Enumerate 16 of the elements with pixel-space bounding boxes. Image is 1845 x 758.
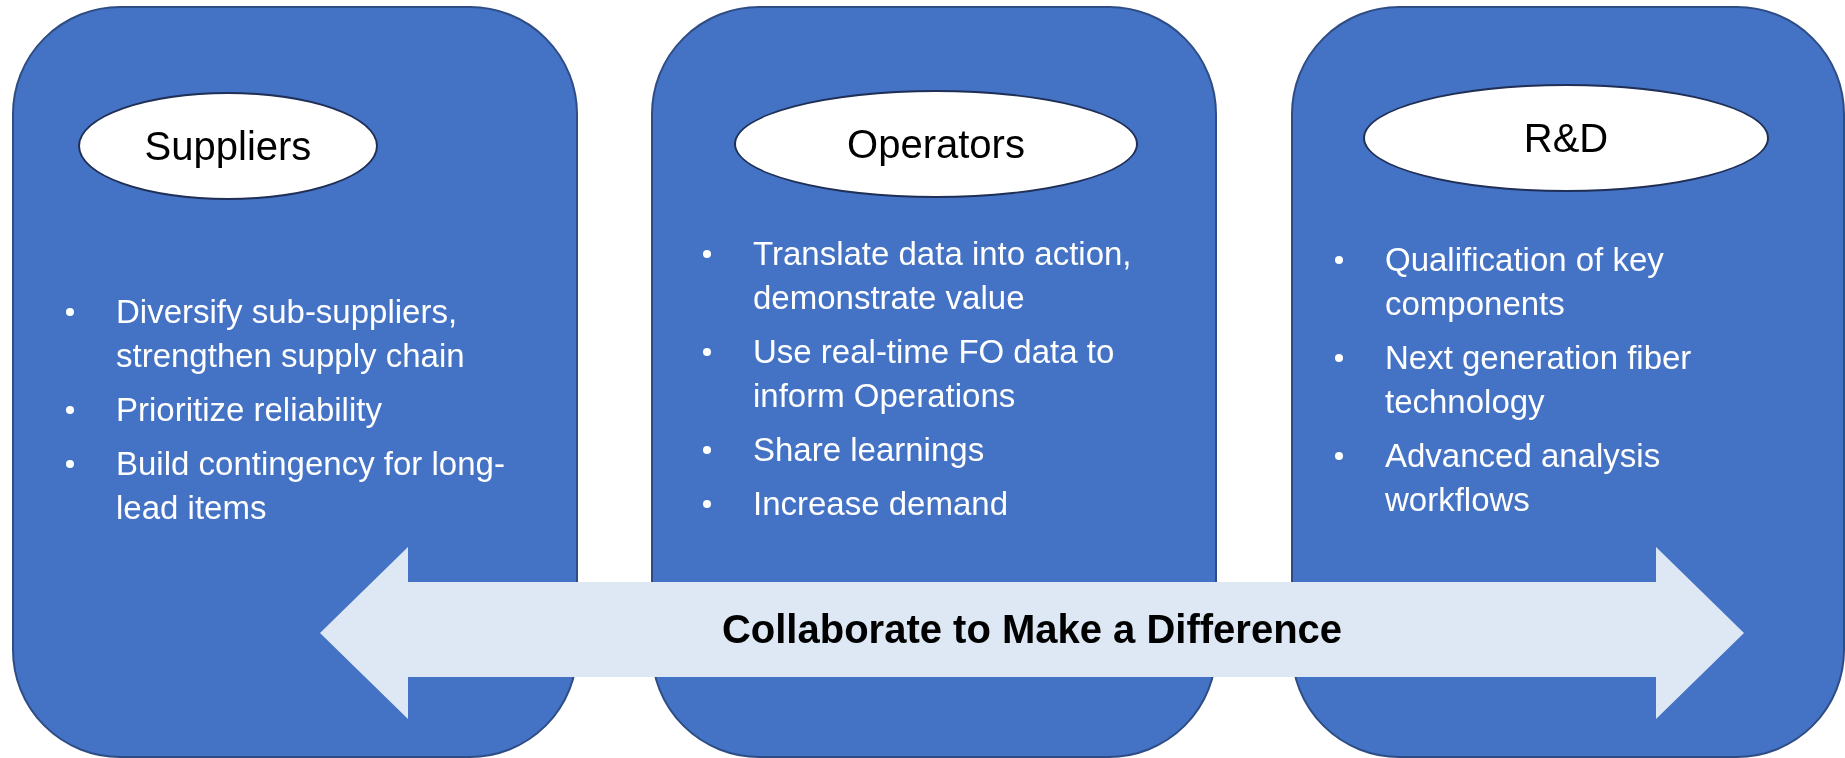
title-ellipse: Suppliers <box>78 92 378 200</box>
double-arrow <box>320 547 1744 719</box>
title-ellipse: R&D <box>1363 84 1769 192</box>
bullet-text: Translate data into action, demonstrate value <box>753 235 1132 316</box>
bullet-text: Share learnings <box>753 431 985 468</box>
bullet-text: Next generation fiber technology <box>1385 339 1692 420</box>
rounded-panel <box>12 6 578 758</box>
title-ellipse: Operators <box>734 90 1138 198</box>
bullet-text: Increase demand <box>753 485 1008 522</box>
bullet-text: Qualification of key components <box>1385 241 1664 322</box>
bullet-text: Build contingency for long-lead items <box>116 445 505 526</box>
bullet-text: Diversify sub-suppliers, strengthen supply chain <box>116 293 465 374</box>
bullet-text: Use real-time FO data to inform Operations <box>753 333 1115 414</box>
bullet-text: Advanced analysis workflows <box>1385 437 1661 518</box>
arrow-label: Collaborate to Make a Difference <box>720 607 1344 652</box>
bullet-text: Prioritize reliability <box>116 391 382 428</box>
